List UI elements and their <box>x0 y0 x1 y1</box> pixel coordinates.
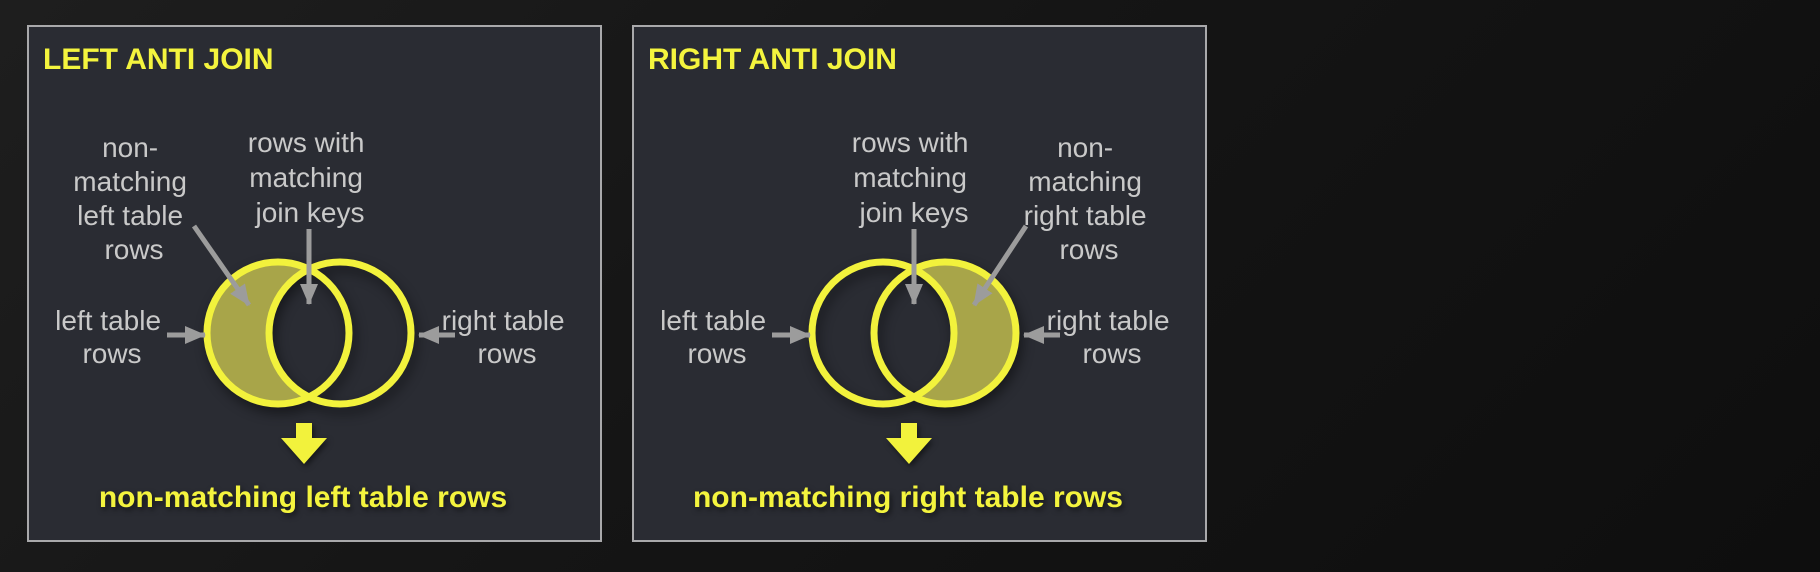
label-line: right table <box>442 305 565 336</box>
left-circle <box>808 258 958 408</box>
label-right-table-rows: right table rows <box>1047 305 1178 369</box>
label-matching-join-keys: rows with matching join keys <box>248 127 372 228</box>
left-circle <box>203 258 353 408</box>
label-non-matching-left-rows: non- matching left table rows <box>73 132 194 265</box>
label-matching-join-keys: rows with matching join keys <box>852 127 976 228</box>
label-line: right table <box>1024 200 1147 231</box>
label-line: right table <box>1047 305 1170 336</box>
label-line: rows with <box>852 127 969 158</box>
arrow-to-crescent-icon <box>971 224 1029 307</box>
label-line: rows <box>1082 338 1141 369</box>
result-text: non-matching right table rows <box>693 481 1123 514</box>
right-anti-join-diagram: RIGHT ANTI JOIN rows with matching join … <box>648 43 1178 514</box>
label-line: rows <box>1059 234 1118 265</box>
label-line: matching <box>73 166 187 197</box>
label-line: rows <box>477 338 536 369</box>
label-line: matching <box>1028 166 1142 197</box>
label-left-table-rows: left table rows <box>660 305 774 369</box>
right-circle <box>265 258 415 408</box>
right-circle <box>870 258 1020 408</box>
label-line: rows <box>104 234 163 265</box>
label-line: left table <box>660 305 766 336</box>
label-line: non- <box>1057 132 1113 163</box>
label-left-table-rows: left table rows <box>55 305 169 369</box>
arrow-to-crescent-icon <box>191 224 252 307</box>
result-text: non-matching left table rows <box>99 481 507 514</box>
result-section: non-matching left table rows <box>99 423 507 514</box>
result-arrow-icon <box>886 423 932 464</box>
panel-title: LEFT ANTI JOIN <box>43 43 274 76</box>
left-anti-join-panel: LEFT ANTI JOIN non- matching left table … <box>27 25 602 542</box>
result-arrow-icon <box>281 423 327 464</box>
label-line: join keys <box>859 197 969 228</box>
label-line: rows with <box>248 127 365 158</box>
label-line: rows <box>82 338 141 369</box>
label-line: matching <box>249 162 363 193</box>
label-non-matching-right-rows: non- matching right table rows <box>1024 132 1155 265</box>
label-line: left table <box>55 305 161 336</box>
result-section: non-matching right table rows <box>693 423 1123 514</box>
left-anti-join-diagram: LEFT ANTI JOIN non- matching left table … <box>43 43 573 514</box>
label-line: rows <box>687 338 746 369</box>
label-right-table-rows: right table rows <box>442 305 573 369</box>
label-line: left table <box>77 200 183 231</box>
label-line: matching <box>853 162 967 193</box>
panel-title: RIGHT ANTI JOIN <box>648 43 897 76</box>
right-anti-join-panel: RIGHT ANTI JOIN rows with matching join … <box>632 25 1207 542</box>
label-line: non- <box>102 132 158 163</box>
label-line: join keys <box>255 197 365 228</box>
